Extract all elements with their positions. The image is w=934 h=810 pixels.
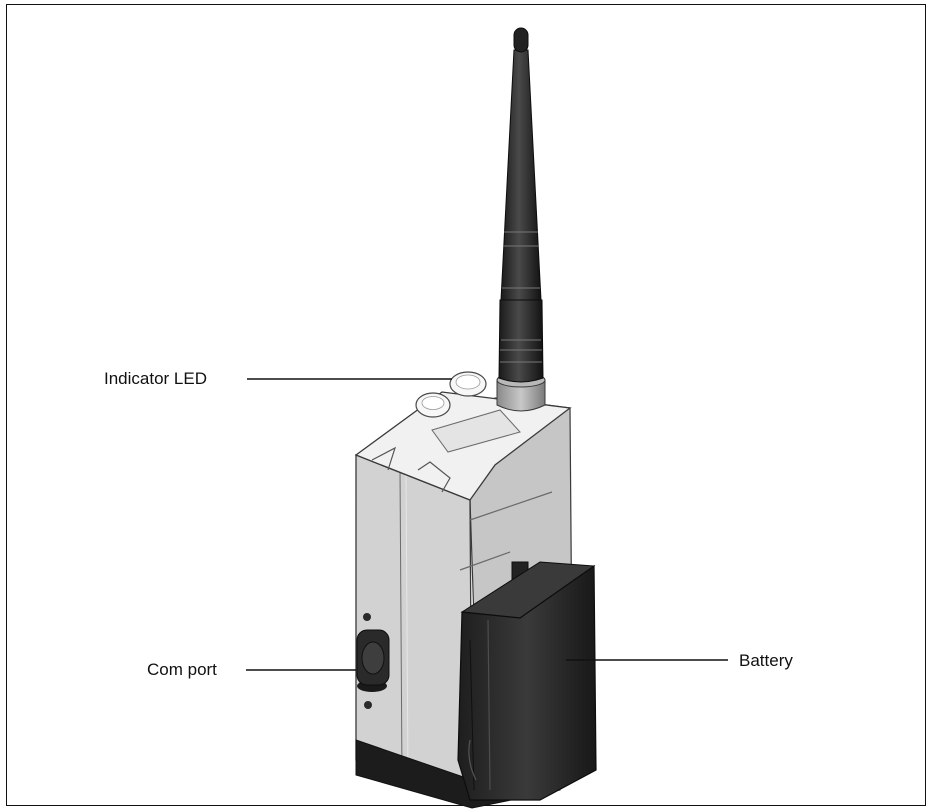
battery-label: Battery: [739, 651, 793, 670]
com-port: [356, 613, 390, 709]
antenna: [496, 27, 546, 412]
battery-pack: [457, 561, 597, 801]
power-button: [415, 392, 451, 418]
indicator-led-label: Indicator LED: [104, 369, 207, 388]
indicator-led: [449, 371, 487, 397]
com-port-label: Com port: [147, 660, 217, 679]
